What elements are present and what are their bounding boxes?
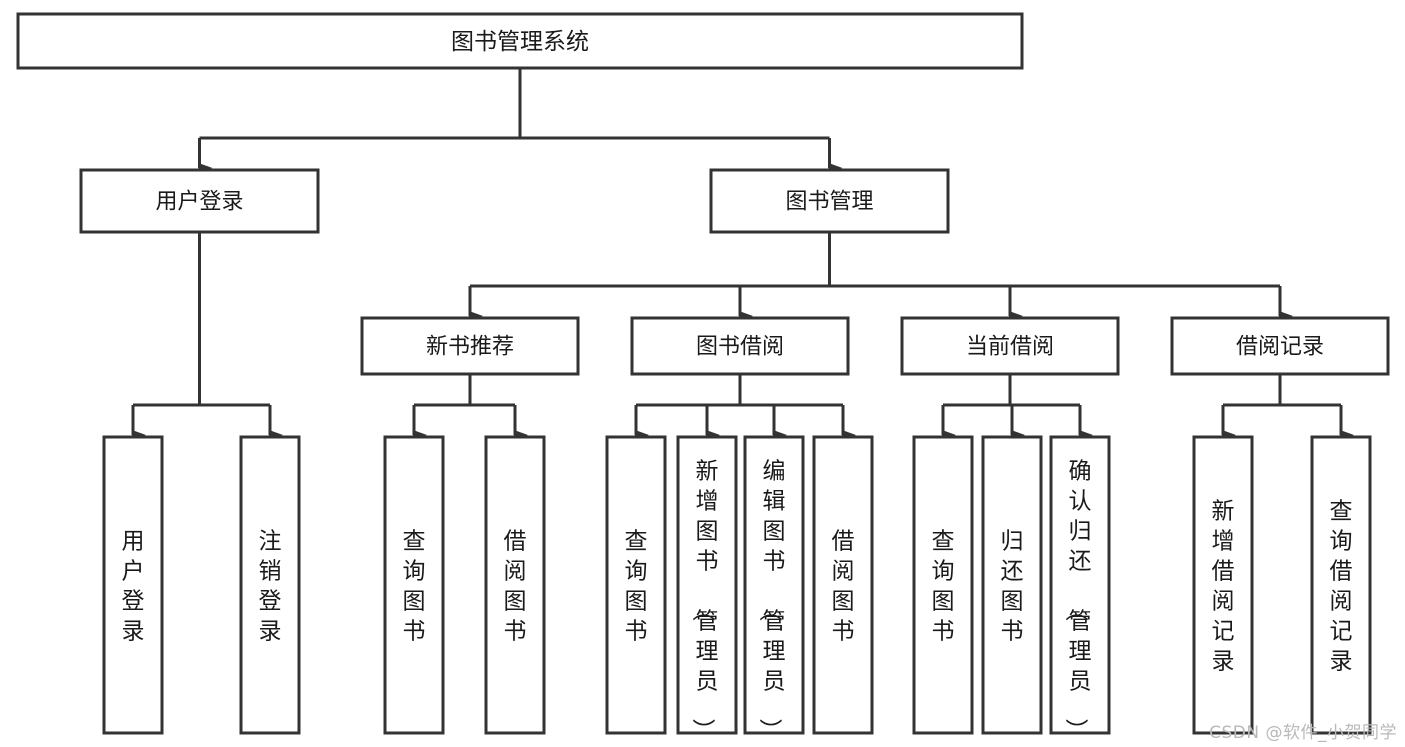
leaf-label: 借阅图书: [832, 528, 855, 644]
leaf-node-leaf-user-login[interactable]: 用户登录: [102, 435, 164, 735]
node-layer: 图书管理系统用户登录图书管理新书推荐图书借阅当前借阅借阅记录用户登录注销登录查询…: [16, 12, 1390, 741]
node-root[interactable]: 图书管理系统: [16, 12, 1024, 70]
conn-borrow-to-leaves: [634, 374, 856, 440]
node-label: 借阅记录: [1236, 335, 1324, 360]
leaf-label: 查询借阅记录: [1330, 498, 1353, 674]
node-rect: [1170, 316, 1390, 376]
leaf-node-leaf-edit-book[interactable]: 编辑图书（管理员）: [743, 435, 805, 741]
node-rect: [239, 435, 301, 735]
node-label: 用户登录: [155, 190, 243, 215]
node-new-book-recommend[interactable]: 新书推荐: [360, 316, 580, 376]
leaf-node-leaf-query-book-current[interactable]: 查询图书: [912, 435, 974, 735]
leaf-node-leaf-confirm-return[interactable]: 确认归还（管理员）: [1049, 435, 1111, 741]
node-label: 当前借阅: [966, 335, 1054, 360]
node-rect: [79, 168, 320, 234]
node-book-management[interactable]: 图书管理: [709, 168, 950, 234]
leaf-node-leaf-return-book[interactable]: 归还图书: [981, 435, 1043, 735]
node-rect: [605, 435, 667, 735]
leaf-node-leaf-logout[interactable]: 注销登录: [239, 435, 301, 735]
node-rect: [709, 168, 950, 234]
leaf-label: 归还图书: [1001, 528, 1024, 644]
leaf-node-leaf-query-book-borrow[interactable]: 查询图书: [605, 435, 667, 735]
leaf-label: 编辑图书（管理员）: [757, 458, 786, 741]
connector-layer: [131, 68, 1354, 440]
leaf-label: 借阅图书: [504, 528, 527, 644]
node-label: 图书管理: [785, 190, 873, 215]
conn-root-to-level1: [198, 68, 843, 173]
node-rect: [102, 435, 164, 735]
node-book-borrow[interactable]: 图书借阅: [630, 316, 850, 376]
node-rect: [676, 435, 738, 735]
node-borrow-record[interactable]: 借阅记录: [1170, 316, 1390, 376]
leaf-label: 查询图书: [625, 528, 648, 644]
node-rect: [900, 316, 1120, 376]
leaf-label: 查询图书: [932, 528, 955, 644]
leaf-node-leaf-query-borrow-record[interactable]: 查询借阅记录: [1310, 435, 1372, 735]
leaf-label: 确认归还（管理员）: [1063, 458, 1092, 741]
node-label: 图书管理系统: [451, 29, 589, 55]
node-rect: [16, 12, 1024, 70]
node-rect: [360, 316, 580, 376]
leaf-node-leaf-add-book[interactable]: 新增图书（管理员）: [676, 435, 738, 741]
leaf-label: 新增图书（管理员）: [690, 458, 719, 741]
leaf-label: 查询图书: [403, 528, 426, 644]
conn-userlogin-to-leaves: [131, 232, 283, 440]
node-rect: [1310, 435, 1372, 735]
leaf-node-leaf-borrow-book-recommend[interactable]: 借阅图书: [484, 435, 546, 735]
node-user-login[interactable]: 用户登录: [79, 168, 320, 234]
node-rect: [1192, 435, 1254, 735]
conn-current-to-leaves: [941, 374, 1093, 440]
conn-bookmgmt-to-level2: [468, 232, 1293, 321]
node-current-borrow[interactable]: 当前借阅: [900, 316, 1120, 376]
node-rect: [743, 435, 805, 735]
node-label: 新书推荐: [426, 335, 514, 360]
leaf-node-leaf-add-borrow-record[interactable]: 新增借阅记录: [1192, 435, 1254, 735]
leaf-node-leaf-borrow-book[interactable]: 借阅图书: [812, 435, 874, 735]
node-rect: [812, 435, 874, 735]
conn-record-to-leaves: [1221, 374, 1354, 440]
node-rect: [484, 435, 546, 735]
leaf-label: 新增借阅记录: [1212, 498, 1235, 674]
node-rect: [383, 435, 445, 735]
conn-recommend-to-leaves: [412, 374, 528, 440]
leaf-label: 用户登录: [122, 528, 145, 644]
node-rect: [630, 316, 850, 376]
node-rect: [1049, 435, 1111, 735]
node-rect: [912, 435, 974, 735]
leaf-node-leaf-query-book-recommend[interactable]: 查询图书: [383, 435, 445, 735]
leaf-label: 注销登录: [259, 528, 282, 644]
node-rect: [981, 435, 1043, 735]
node-label: 图书借阅: [696, 335, 784, 360]
csdn-watermark: CSDN @软件_小贺同学: [1209, 723, 1397, 743]
